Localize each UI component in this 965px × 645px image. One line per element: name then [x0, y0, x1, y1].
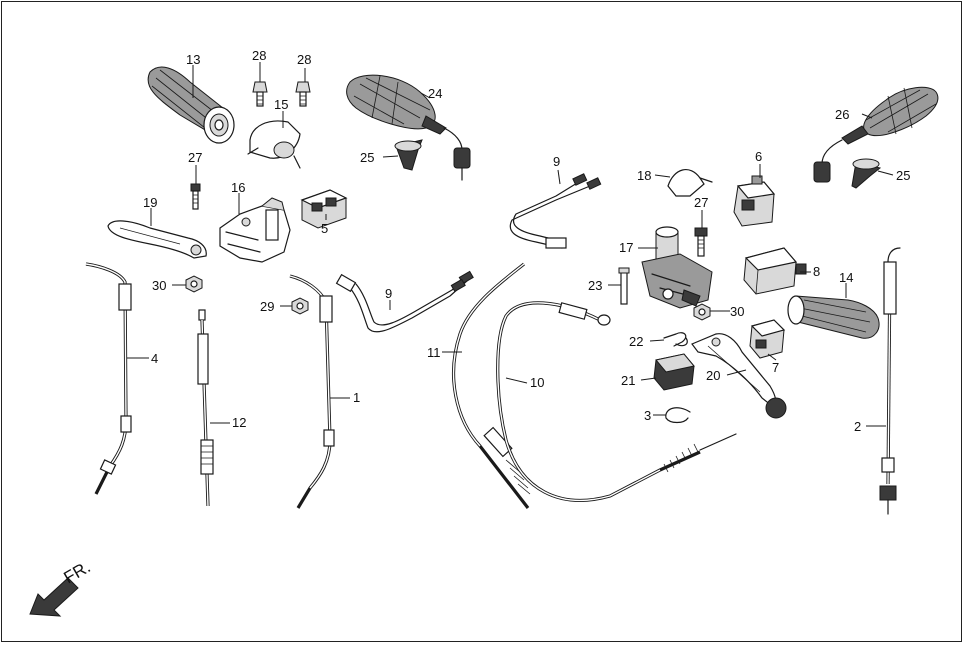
- boot-25-right: [851, 158, 882, 189]
- wire-9-lower: [335, 270, 474, 333]
- spring-22: [663, 332, 688, 347]
- callout-18: 18: [637, 168, 651, 183]
- cable-12: [197, 309, 214, 507]
- screw-27-left: [190, 183, 201, 210]
- callout-4: 4: [151, 351, 158, 366]
- screw-27-right: [694, 227, 708, 257]
- leader-lines: [127, 62, 894, 427]
- switch-8: [743, 247, 807, 295]
- clamp-18: [667, 169, 713, 197]
- callout-6: 6: [755, 149, 762, 164]
- switch-5: [300, 189, 348, 229]
- callout-19: 19: [143, 195, 157, 210]
- cover-21: [653, 353, 695, 391]
- callout-26: 26: [835, 107, 849, 122]
- callout-16: 16: [231, 180, 245, 195]
- callout-28-left: 28: [252, 48, 266, 63]
- clip-3: [665, 407, 691, 424]
- callout-2: 2: [854, 419, 861, 434]
- callout-1: 1: [353, 390, 360, 405]
- lever-19: [107, 220, 207, 259]
- callout-22: 22: [629, 334, 643, 349]
- pin-23: [618, 267, 630, 305]
- nut-29: [291, 297, 309, 315]
- callout-labels: 13 28 28 15 27 16 19 5 24 25 30 29 4 12 …: [143, 48, 910, 434]
- callout-12: 12: [232, 415, 246, 430]
- wire-9-upper: [509, 173, 602, 249]
- cable-10: [496, 301, 737, 502]
- cable-2: [879, 247, 901, 515]
- callout-30-right: 30: [730, 304, 744, 319]
- throttle-grip-13: [147, 66, 235, 144]
- callout-25-right: 25: [896, 168, 910, 183]
- callout-20: 20: [706, 368, 720, 383]
- callout-23: 23: [588, 278, 602, 293]
- callout-9-lower: 9: [385, 286, 392, 301]
- callout-11: 11: [427, 345, 441, 360]
- bolt-28-right: [295, 81, 311, 107]
- mirror-26: [813, 86, 939, 183]
- callout-9-upper: 9: [553, 154, 560, 169]
- lever-20: [691, 333, 787, 419]
- cable-11: [452, 262, 531, 509]
- switch-7: [749, 319, 786, 359]
- callout-7: 7: [772, 360, 779, 375]
- throttle-housing-15: [247, 120, 301, 169]
- nut-30-right: [693, 303, 711, 321]
- callout-27-left: 27: [188, 150, 202, 165]
- grip-14: [787, 295, 880, 339]
- bolt-28-left: [252, 81, 268, 107]
- callout-27-right: 27: [694, 195, 708, 210]
- callout-13: 13: [186, 52, 200, 67]
- callout-17: 17: [619, 240, 633, 255]
- callout-5: 5: [321, 221, 328, 236]
- callout-10: 10: [530, 375, 544, 390]
- callout-30-left: 30: [152, 278, 166, 293]
- callout-28-right: 28: [297, 52, 311, 67]
- switch-6: [733, 175, 776, 227]
- front-direction-arrow: [29, 577, 79, 617]
- callout-8: 8: [813, 264, 820, 279]
- callout-15: 15: [274, 97, 288, 112]
- callout-25-left: 25: [360, 150, 374, 165]
- cable-1: [289, 274, 335, 509]
- callout-14: 14: [839, 270, 853, 285]
- switch-housing-16: [219, 197, 291, 263]
- mirror-24: [346, 74, 471, 181]
- nut-30-left: [185, 275, 203, 293]
- callout-29: 29: [260, 299, 274, 314]
- boot-25-left: [394, 139, 423, 171]
- callout-3: 3: [644, 408, 651, 423]
- switch-body-17: [641, 226, 713, 309]
- cable-4: [85, 262, 132, 495]
- callout-21: 21: [621, 373, 635, 388]
- callout-24: 24: [428, 86, 442, 101]
